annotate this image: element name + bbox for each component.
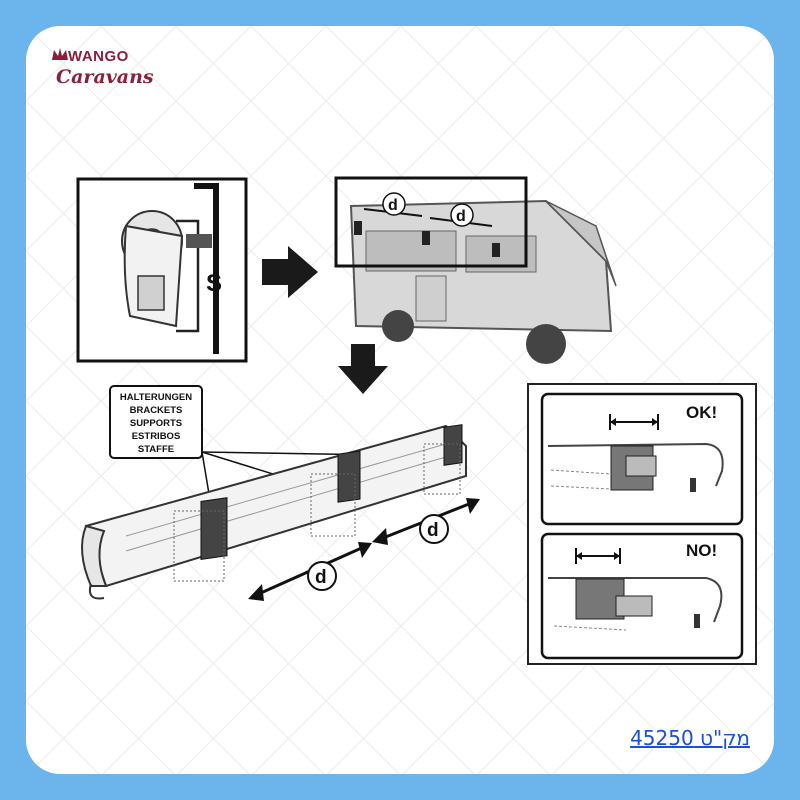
product-card: WANGO Caravans S (26, 26, 774, 774)
ok-label: OK! (686, 403, 717, 422)
spacing-label-bottom-1: d (315, 567, 327, 588)
spacing-label-top-1: d (388, 197, 398, 214)
bracket-label-2: SUPPORTS (130, 418, 182, 429)
spacing-label-top-2: d (456, 208, 466, 225)
motorhome-panel: d d (334, 176, 617, 364)
awning-cassette-panel: d d (81, 424, 480, 601)
s-label: S (206, 270, 222, 297)
arrow-right-icon (262, 246, 318, 298)
awning-cross-section-panel: S (76, 177, 248, 363)
ok-example: OK! (540, 392, 744, 526)
bracket-label-1: BRACKETS (130, 405, 183, 416)
bracket-label-4: STAFFE (138, 444, 174, 455)
logo-wordmark-top: WANGO (68, 48, 129, 65)
bracket-label-3: ESTRIBOS (132, 431, 181, 442)
installation-diagram: S d d HALTERUNGE (76, 176, 757, 665)
crown-icon (52, 48, 68, 60)
no-label: NO! (686, 541, 717, 560)
logo-wordmark-bottom: Caravans (56, 66, 154, 88)
product-sku-link[interactable]: מק"ט 45250 (630, 726, 750, 750)
spacing-label-bottom-2: d (427, 520, 439, 541)
arrow-down-icon (338, 344, 388, 394)
brand-logo: WANGO Caravans (48, 46, 158, 94)
bracket-label-0: HALTERUNGEN (120, 392, 192, 403)
no-example: NO! (540, 532, 744, 660)
comparison-panel: OK! NO! (527, 383, 757, 665)
